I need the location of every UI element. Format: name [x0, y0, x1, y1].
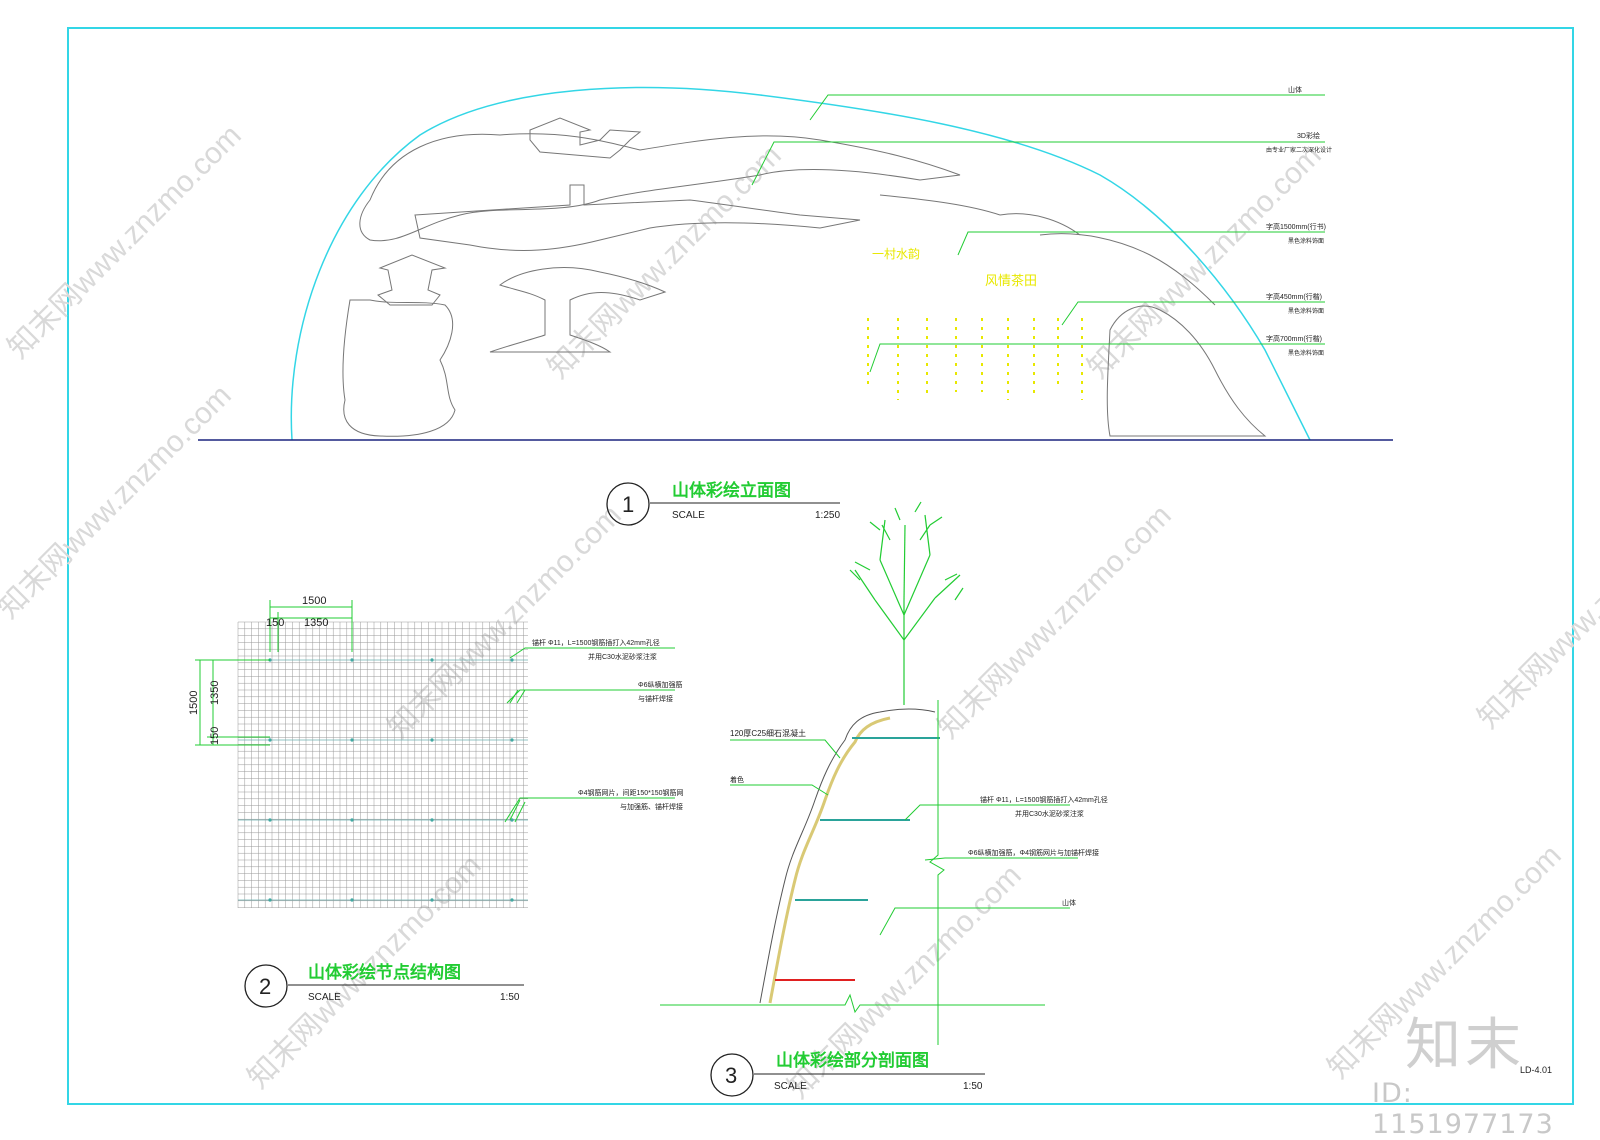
elevation-callout-texts: 山体 3D彩绘 由专业厂家二次深化设计 字高1500mm(行书) 黑色涂料饰面 … — [1266, 85, 1332, 357]
watermark: 知末网www.znzmo.com — [542, 139, 788, 385]
callout-text: 字高700mm(行楷) — [1266, 334, 1322, 343]
dim-left-a: 1350 — [209, 681, 221, 705]
section-lines — [660, 700, 1045, 1045]
drawing-title-2: 山体彩绘节点结构图 — [308, 962, 461, 982]
watermark: 知末网www.znzmo.com — [0, 379, 238, 625]
reinforcement-mesh — [237, 621, 528, 908]
mountain-outline — [290, 86, 1311, 441]
watermark-layer: 知末网www.znzmo.com 知末网www.znzmo.com 知末网www… — [0, 119, 1600, 1105]
callout-text: 与锚杆焊接 — [638, 694, 673, 703]
left-pavilion — [377, 254, 447, 306]
right-ridges — [879, 194, 1216, 306]
section-drawing: 120厚C25细石混凝土 着色 锚杆 Φ11，L=1500钢筋插打入42mm孔径… — [660, 501, 1108, 1097]
cloud-band — [359, 133, 961, 242]
great-wall — [414, 184, 861, 251]
callout-text: 山体 — [1288, 85, 1302, 94]
section-leaders — [730, 739, 1078, 936]
drawing-title-1: 山体彩绘立面图 — [672, 480, 791, 500]
pine-tree — [489, 267, 667, 353]
callout-text: Φ4钢筋网片，间距150*150钢筋网 — [578, 788, 684, 797]
dim-top-b: 1350 — [304, 617, 328, 629]
drawing-number-3: 3 — [725, 1063, 737, 1088]
callout-text: 黑色涂料饰面 — [1288, 237, 1324, 245]
scale-label-3: SCALE — [774, 1081, 807, 1092]
callout-text: Φ6纵横加强筋，Φ4钢筋网片与加锚杆焊接 — [968, 848, 1099, 857]
anchor-rods — [775, 737, 940, 981]
scale-label-1: SCALE — [672, 510, 705, 521]
node-dimensions — [195, 600, 353, 746]
right-cliff — [1106, 305, 1267, 437]
watermark: 知末网www.znzmo.com — [932, 499, 1178, 745]
sheet-frame — [67, 27, 1574, 1105]
title-block-2: 2 山体彩绘节点结构图 SCALE 1:50 — [244, 962, 524, 1008]
drawing-number-1: 1 — [622, 492, 634, 517]
node-leaders — [504, 647, 675, 823]
scenic-label-2: 风情茶田 — [985, 273, 1037, 288]
callout-text: 并用C30水泥砂浆注浆 — [588, 652, 657, 661]
title-block-1: 1 山体彩绘立面图 SCALE 1:250 — [606, 480, 840, 526]
node-callout-texts: 锚杆 Φ11，L=1500钢筋插打入42mm孔径 并用C30水泥砂浆注浆 Φ6纵… — [532, 638, 684, 811]
callout-text: 字高1500mm(行书) — [1266, 222, 1326, 231]
left-label: 120厚C25细石混凝土 — [730, 728, 806, 738]
scale-value-1: 1:250 — [815, 510, 840, 521]
callout-text: 3D彩绘 — [1297, 131, 1320, 140]
concrete-layer — [768, 716, 891, 1004]
watermark: 知末网www.znzmo.com — [1472, 489, 1600, 735]
node-drawing: 1500 150 1350 1500 1350 150 锚杆 Φ11，L=150… — [188, 595, 684, 1008]
pavilion-top — [529, 117, 642, 159]
callout-text: 黑色涂料饰面 — [1288, 349, 1324, 357]
left-rock — [342, 299, 456, 437]
watermark: 知末网www.znzmo.com — [1082, 139, 1328, 385]
left-label: 着色 — [730, 775, 744, 784]
callout-text: 与加强筋、锚杆焊接 — [620, 802, 683, 811]
drawing-number-label: LD-4.01 — [1520, 1065, 1552, 1075]
elevation-drawing: 一村水韵 风情茶田 山体 3D彩绘 由专业厂家二次深化设计 字高1500mm(行… — [198, 85, 1393, 526]
dim-top-a: 150 — [266, 617, 284, 629]
dim-top-total: 1500 — [302, 595, 326, 607]
scale-value-3: 1:50 — [963, 1081, 983, 1092]
elevation-leaders — [751, 94, 1325, 373]
callout-text: 由专业厂家二次深化设计 — [1266, 146, 1332, 154]
callout-text: 锚杆 Φ11，L=1500钢筋插打入42mm孔径 — [980, 795, 1108, 804]
scenic-label-1: 一村水韵 — [872, 246, 920, 261]
callout-text: 字高450mm(行楷) — [1266, 292, 1322, 301]
callout-text: 山体 — [1062, 898, 1076, 907]
drawing-title-3: 山体彩绘部分剖面图 — [776, 1050, 929, 1070]
watermark-logo: 知末 — [1405, 1013, 1525, 1078]
rock-face — [759, 708, 936, 1004]
scale-label-2: SCALE — [308, 992, 341, 1003]
scale-value-2: 1:50 — [500, 992, 520, 1003]
vertical-poem-columns — [867, 318, 1083, 400]
callout-text: Φ6纵横加强筋 — [638, 680, 682, 689]
callout-text: 黑色涂料饰面 — [1288, 307, 1324, 315]
dim-left-b: 150 — [209, 727, 221, 745]
tree-symbol — [849, 501, 964, 705]
drawing-number-2: 2 — [259, 974, 271, 999]
watermark: 知末网www.znzmo.com — [2, 119, 248, 365]
title-block-3: 3 山体彩绘部分剖面图 SCALE 1:50 — [710, 1050, 985, 1097]
dim-left-total: 1500 — [188, 691, 200, 715]
callout-text: 并用C30水泥砂浆注浆 — [1015, 809, 1084, 818]
section-callout-texts: 120厚C25细石混凝土 着色 锚杆 Φ11，L=1500钢筋插打入42mm孔径… — [730, 728, 1108, 907]
callout-text: 锚杆 Φ11，L=1500钢筋插打入42mm孔径 — [532, 638, 660, 647]
